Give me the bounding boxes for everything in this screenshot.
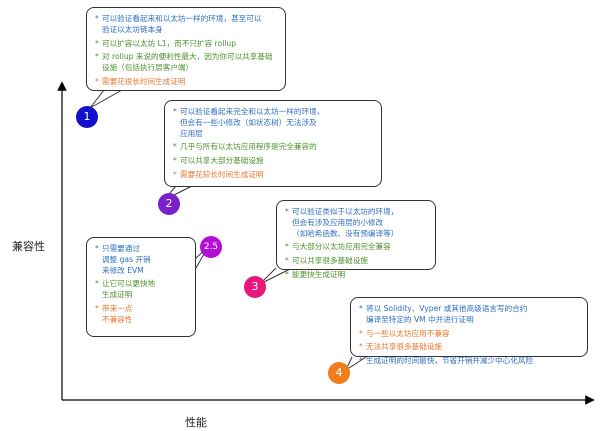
bubble-1-point: 需要花很长时间生成证明 (95, 77, 277, 88)
bubble-2-5-point: 带来一点 不兼容性 (95, 304, 187, 326)
bubble-3: 可以验证类似于以太坊的环境， 但会有涉及应用层的小修改 （如哈希函数、没有预编译… (276, 200, 436, 280)
bubble-2-5-point: 让它可以更快地 生成证明 (95, 279, 187, 301)
bubble-1-point: 可以验证看起来和以太坊一样的环境，甚至可以 验证以太坊链本身 (95, 14, 277, 36)
marker-3: 3 (244, 276, 266, 298)
bubble-2-point: 需要花较长时间生成证明 (173, 170, 373, 181)
marker-4: 4 (328, 362, 350, 384)
bubble-2-point: 几乎与所有以太坊应用程序是完全兼容的 (173, 142, 373, 153)
marker-1: 1 (76, 106, 98, 128)
bubble-4: 将以 Solidity、Vyper 或其他高级语言写的合约 编译至特定的 VM … (350, 297, 588, 367)
bubble-4-point: 无法共享很多基础设施 (359, 342, 579, 353)
marker-2-5: 2.5 (200, 236, 222, 258)
bubble-2-point: 可以共享大部分基础设施 (173, 156, 373, 167)
bubble-1-tail (89, 89, 123, 109)
bubble-3-point: 能更快生成证明 (285, 270, 427, 281)
bubble-3-point: 可以验证类似于以太坊的环境， 但会有涉及应用层的小修改 （如哈希函数、没有预编译… (285, 207, 427, 239)
bubble-1-point: 对 rollup 来说的便利性最大，因为你可以共享基础 设施（包括执行层客户端） (95, 52, 277, 74)
bubble-3-point: 与大部分以太坊应用完全兼容 (285, 242, 427, 253)
bubble-3-point: 可以共享很多基础设施 (285, 256, 427, 267)
y-axis-label: 兼容性 (12, 240, 45, 253)
bubble-4-point: 生成证明的时间最快，节省开销并减少中心化风险 (359, 356, 579, 367)
bubble-4-point: 与一些以太坊应用不兼容 (359, 329, 579, 340)
x-axis-label: 性能 (185, 416, 207, 429)
bubble-2-5-point: 只需要通过 调整 gas 开销 来修改 EVM (95, 244, 187, 276)
marker-2: 2 (158, 193, 180, 215)
bubble-2: 可以验证看起来完全和以太坊一样的环境， 但会有一些小修改（如状态树）无法涉及 应… (164, 100, 382, 187)
bubble-1: 可以验证看起来和以太坊一样的环境，甚至可以 验证以太坊链本身 可以扩容以太坊 L… (86, 7, 286, 91)
bubble-1-point: 可以扩容以太坊 L1，而不只扩容 rollup (95, 39, 277, 50)
bubble-2-point: 可以验证看起来完全和以太坊一样的环境， 但会有一些小修改（如状态树）无法涉及 应… (173, 107, 373, 139)
bubble-4-point: 将以 Solidity、Vyper 或其他高级语言写的合约 编译至特定的 VM … (359, 304, 579, 326)
bubble-2-5: 只需要通过 调整 gas 开销 来修改 EVM 让它可以更快地 生成证明 带来一… (86, 237, 196, 337)
